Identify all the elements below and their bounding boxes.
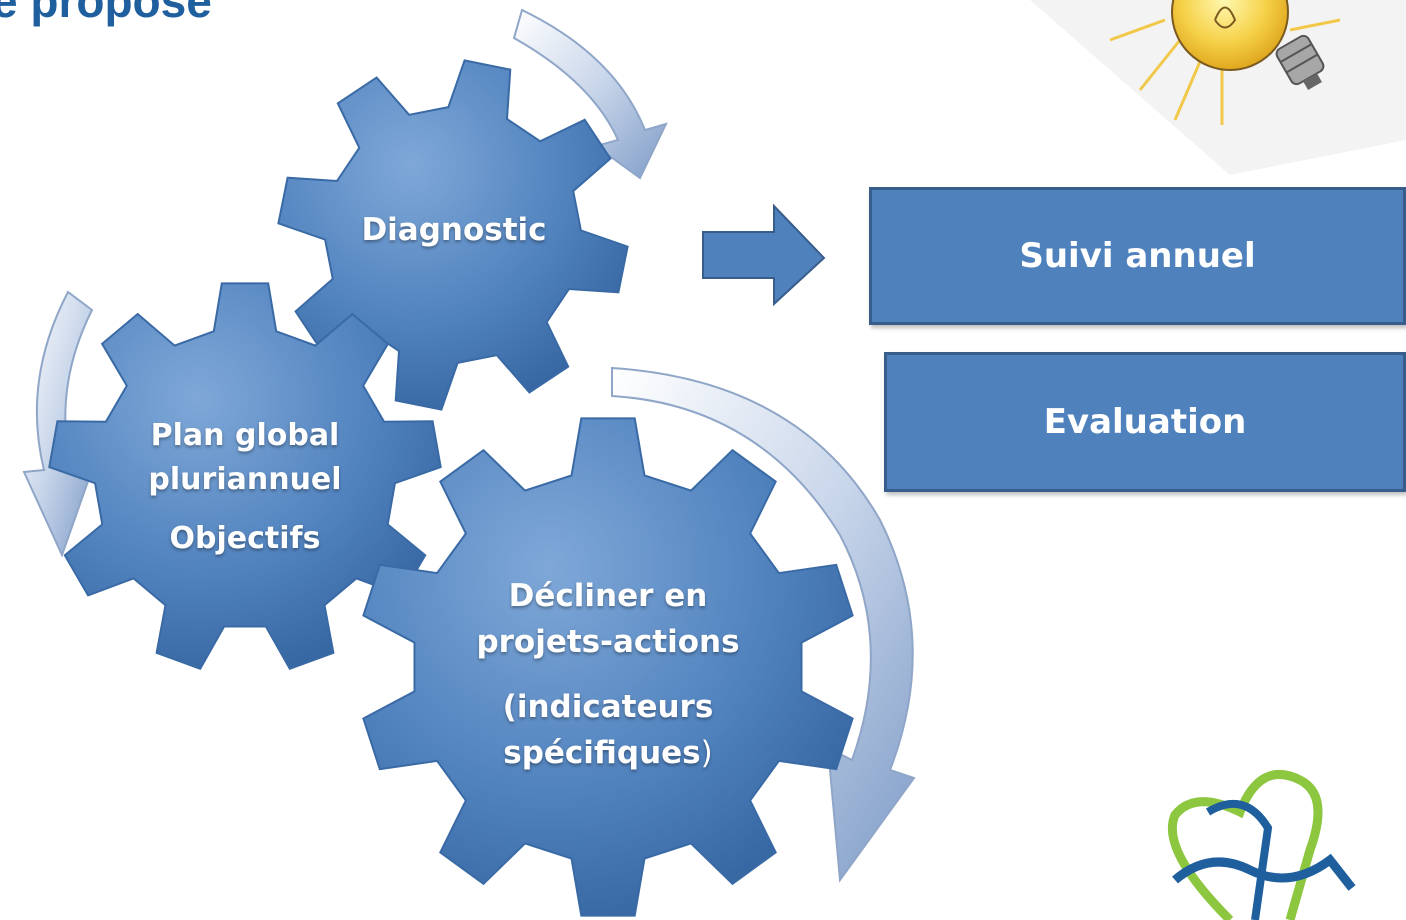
gear-plan-label: Plan global pluriannuel Objectifs	[130, 414, 360, 561]
decliner-line-3: (indicateurs	[502, 689, 714, 725]
heart-logo-icon	[1167, 769, 1356, 920]
gear-decliner-label: Décliner en projets-actions (indicateurs…	[458, 573, 758, 776]
curved-arrow-right	[611, 366, 916, 883]
evaluation-label: Evaluation	[1043, 402, 1247, 442]
suivi-annuel-box: Suivi annuel	[869, 187, 1406, 325]
decliner-line-2: projets-actions	[476, 624, 740, 660]
decliner-line-4-suffix: )	[700, 735, 713, 771]
curved-arrow-top	[512, 8, 668, 180]
suivi-annuel-label: Suivi annuel	[1019, 236, 1256, 276]
gear-decliner	[362, 417, 854, 917]
block-arrow-right	[702, 203, 826, 307]
plan-line-3: Objectifs	[169, 521, 321, 556]
gear-diagnostic-label: Diagnostic	[361, 212, 547, 248]
gear-plan-global	[48, 282, 442, 671]
lightbulb-icon	[1030, 0, 1406, 175]
decliner-line-1: Décliner en	[508, 578, 708, 614]
plan-line-2: pluriannuel	[148, 462, 342, 497]
decliner-line-4: spécifiques	[503, 735, 701, 771]
page-title: e propose	[0, 0, 212, 27]
gear-diagnostic	[277, 59, 629, 411]
evaluation-box: Evaluation	[884, 352, 1406, 492]
plan-line-1: Plan global	[150, 418, 340, 453]
